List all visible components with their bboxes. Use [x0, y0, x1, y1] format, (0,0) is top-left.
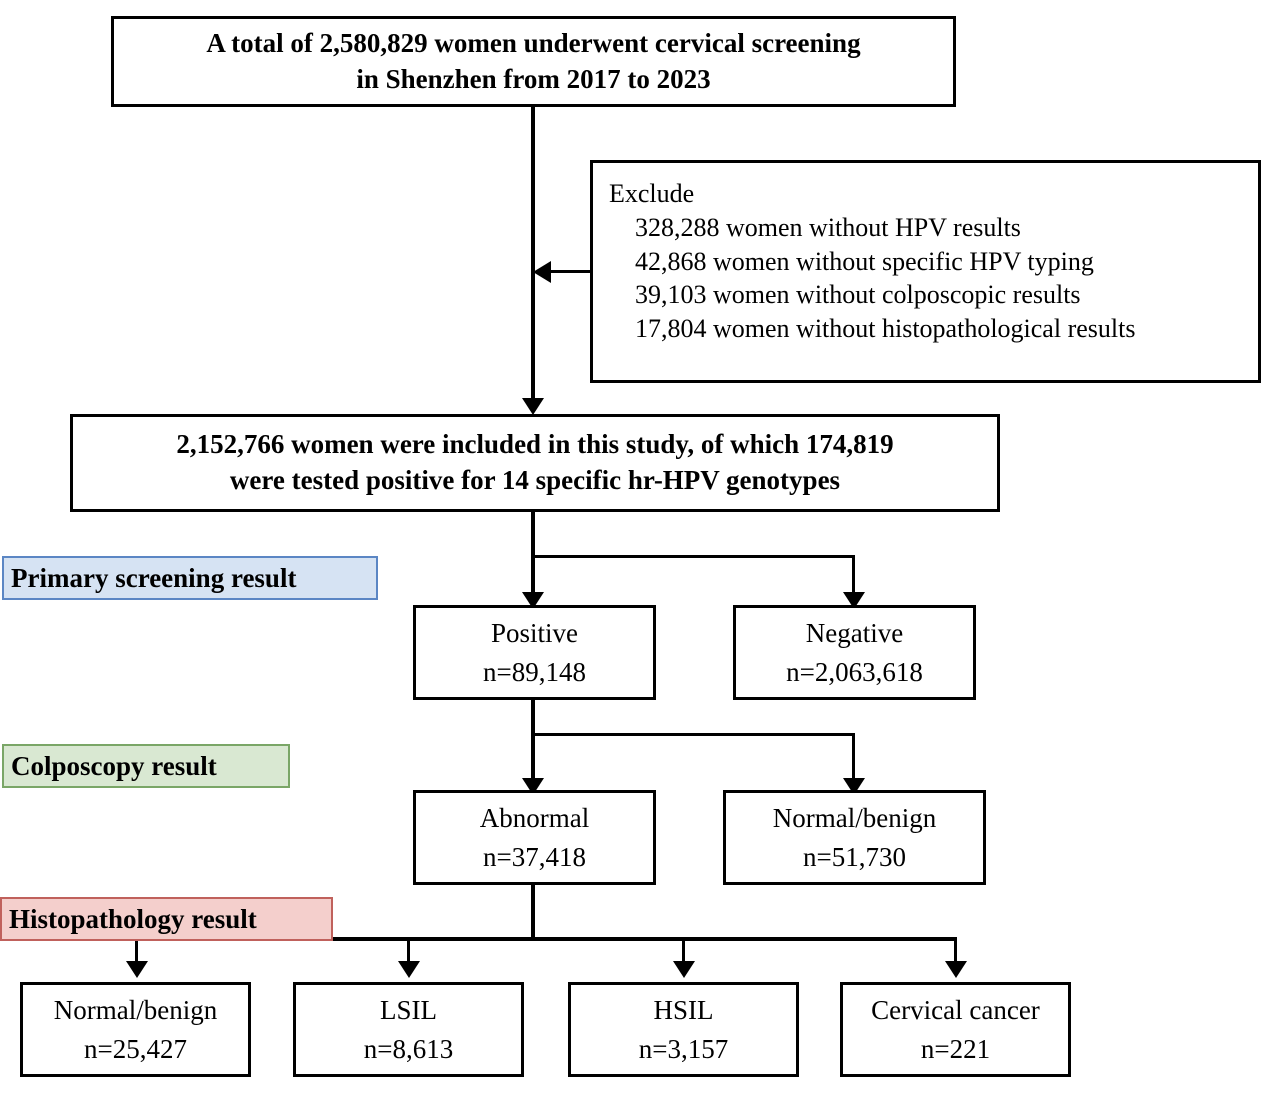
connector-branch-to-normal-benign — [852, 733, 855, 778]
connector-included-branch-horizontal — [531, 555, 855, 558]
connector-positive-trunk — [531, 700, 535, 787]
node-colposcopy-abnormal-count: n=37,418 — [483, 841, 586, 872]
arrowhead-to-histo-cancer — [945, 961, 967, 978]
arrowhead-to-histo-lsil — [398, 961, 420, 978]
node-histo-cervical-cancer-count: n=221 — [920, 1033, 991, 1064]
node-primary-negative-count: n=2,063,618 — [786, 656, 923, 687]
node-histo-cervical-cancer-label: Cervical cancer — [871, 995, 1040, 1026]
connector-histo-drop-4 — [954, 937, 957, 970]
stage-tag-colposcopy-label: Colposcopy result — [11, 750, 217, 781]
node-primary-positive-label: Positive — [490, 618, 578, 649]
node-exclude-item-1: 328,288 women without HPV results — [635, 212, 1021, 242]
stage-tag-colposcopy: Colposcopy result — [2, 744, 290, 788]
node-exclude-item-2: 42,868 women without specific HPV typing — [635, 246, 1094, 276]
node-primary-positive: Positive n=89,148 — [413, 605, 656, 700]
node-colposcopy-normal-count: n=51,730 — [803, 841, 906, 872]
node-total-screened-line2: in Shenzhen from 2017 to 2023 — [356, 63, 711, 94]
connector-positive-branch-horizontal — [531, 733, 855, 736]
node-colposcopy-abnormal: Abnormal n=37,418 — [413, 790, 656, 885]
node-included: 2,152,766 women were included in this st… — [70, 414, 1000, 512]
node-total-screened: A total of 2,580,829 women underwent cer… — [111, 16, 956, 107]
node-exclude: Exclude 328,288 women without HPV result… — [590, 160, 1261, 383]
stage-tag-primary-screening-label: Primary screening result — [11, 562, 297, 593]
stage-tag-primary-screening: Primary screening result — [2, 556, 378, 600]
connector-histo-drop-3 — [682, 937, 685, 970]
node-histo-lsil-count: n=8,613 — [363, 1033, 454, 1064]
connector-abnormal-trunk — [531, 885, 535, 940]
stage-tag-histopathology: Histopathology result — [0, 897, 333, 941]
arrowhead-to-histo-normal — [126, 961, 148, 978]
node-histo-lsil: LSIL n=8,613 — [293, 982, 524, 1077]
node-primary-negative-label: Negative — [805, 618, 904, 649]
node-histo-lsil-label: LSIL — [380, 995, 437, 1026]
arrowhead-to-histo-hsil — [673, 961, 695, 978]
connector-total-to-included — [531, 107, 535, 403]
node-histo-normal-label: Normal/benign — [53, 995, 218, 1026]
node-primary-negative: Negative n=2,063,618 — [733, 605, 976, 700]
node-histo-normal-count: n=25,427 — [84, 1033, 187, 1064]
node-histo-normal: Normal/benign n=25,427 — [20, 982, 251, 1077]
connector-histo-drop-2 — [407, 937, 410, 970]
node-primary-positive-count: n=89,148 — [483, 656, 586, 687]
node-exclude-item-4: 17,804 women without histopathological r… — [635, 314, 1136, 344]
connector-exclude-to-trunk — [551, 270, 593, 273]
node-included-line2: were tested positive for 14 specific hr-… — [229, 465, 841, 495]
node-exclude-item-3: 39,103 women without colposcopic results — [635, 280, 1081, 310]
connector-histo-drop-1 — [135, 937, 138, 970]
node-histo-hsil-count: n=3,157 — [638, 1033, 729, 1064]
node-included-line1: 2,152,766 women were included in this st… — [176, 429, 894, 460]
node-histo-cervical-cancer: Cervical cancer n=221 — [840, 982, 1071, 1077]
arrowhead-exclude-to-trunk — [533, 261, 551, 283]
node-colposcopy-normal-label: Normal/benign — [772, 803, 937, 834]
connector-histo-horizontal-bar — [135, 937, 957, 941]
node-histo-hsil: HSIL n=3,157 — [568, 982, 799, 1077]
arrowhead-total-to-included — [522, 398, 544, 415]
node-colposcopy-normal: Normal/benign n=51,730 — [723, 790, 986, 885]
stage-tag-histopathology-label: Histopathology result — [9, 903, 257, 934]
node-exclude-heading: Exclude — [609, 179, 695, 208]
node-histo-hsil-label: HSIL — [653, 995, 714, 1026]
arrowhead-to-positive — [522, 592, 544, 609]
node-total-screened-line1: A total of 2,580,829 women underwent cer… — [206, 28, 861, 59]
node-colposcopy-abnormal-label: Abnormal — [479, 803, 590, 834]
arrowhead-to-negative — [843, 592, 865, 609]
connector-branch-to-negative — [852, 555, 855, 601]
